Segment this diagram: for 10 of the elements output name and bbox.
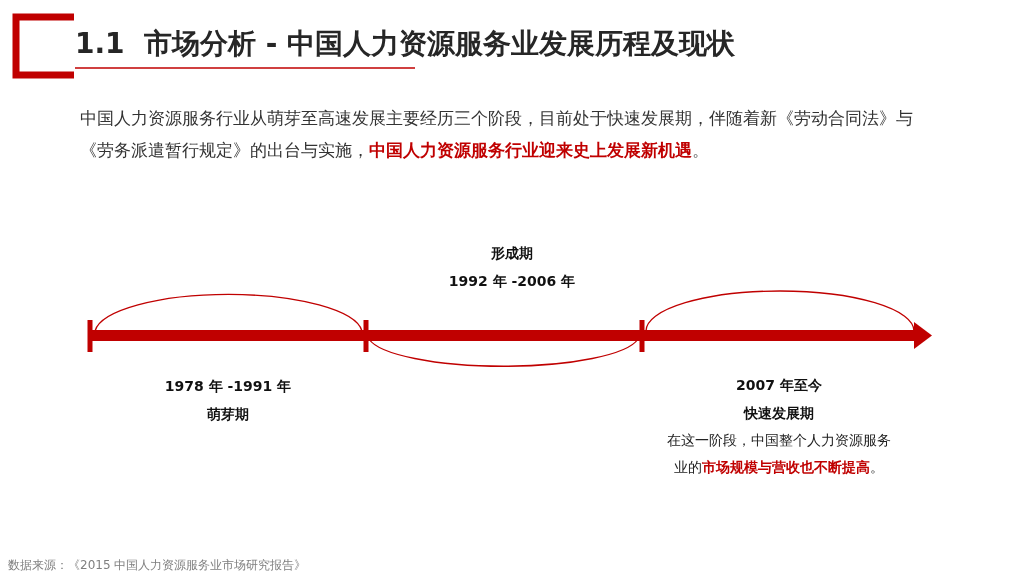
- source-note: 数据来源：《2015 中国人力资源服务业市场研究报告》: [8, 557, 307, 573]
- intro-paragraph: 中国人力资源服务行业从萌芽至高速发展主要经历三个阶段，目前处于快速发展期，伴随着新《劳动合同法》与《劳务派遣暂行规定》的出台与实施，中国人力资源服务行业迎来史上发展新机遇。: [80, 107, 914, 162]
- date-range: 1992 年 -2006 年: [448, 272, 576, 291]
- stage-name: 萌芽期: [207, 405, 249, 424]
- stage-name: 快速发展期: [744, 404, 814, 423]
- stage-description: 在这一阶段，中国整个人力资源服务业的市场规模与营收也不断提高。: [666, 431, 892, 477]
- date-range: 1978 年 -1991 年: [164, 377, 292, 396]
- slide-title: 1.1 市场分析 - 中国人力资源服务业发展历程及现状: [75, 26, 736, 62]
- date-range: 2007 年至今: [736, 376, 822, 395]
- stage-name: 形成期: [491, 244, 533, 263]
